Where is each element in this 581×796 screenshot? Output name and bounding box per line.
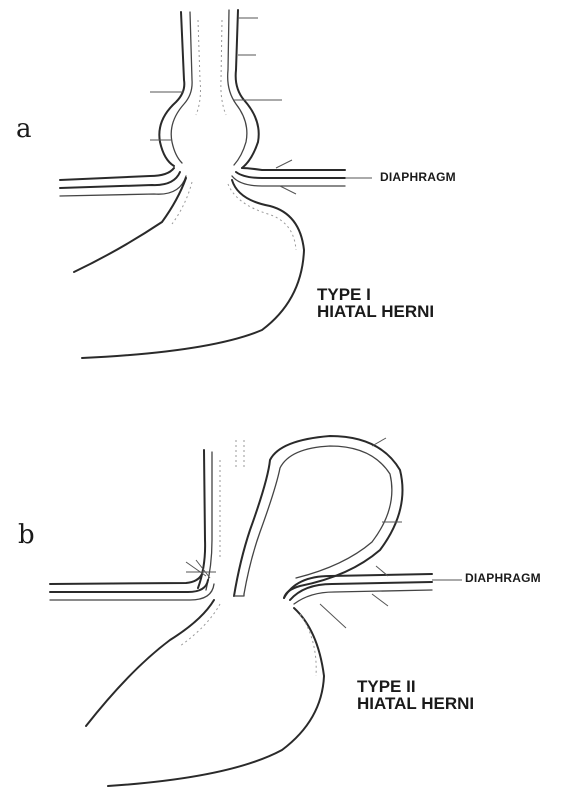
panel-a-type-line1: TYPE I bbox=[317, 286, 434, 303]
panel-b-type-line1: TYPE II bbox=[357, 678, 474, 695]
panel-a-type-line2: HIATAL HERNI bbox=[317, 303, 434, 320]
panel-b-type-label: TYPE II HIATAL HERNI bbox=[357, 678, 474, 712]
panel-b-diaphragm-left bbox=[50, 574, 202, 584]
panel-a-diaphragm-right bbox=[242, 168, 345, 170]
panel-b-diaphragm-right bbox=[284, 574, 432, 598]
panel-a-esophagus-mucosa bbox=[196, 20, 226, 115]
panel-b-esophagus-inner bbox=[206, 452, 212, 590]
panel-a-stomach-outline bbox=[74, 178, 304, 358]
panel-a-letter: a bbox=[16, 114, 32, 144]
panel-b-ticks bbox=[186, 438, 402, 628]
panel-b-stomach-outline bbox=[86, 600, 324, 786]
panel-a-stomach-mucosa bbox=[172, 182, 296, 250]
panel-b-hernia-neck bbox=[234, 594, 244, 596]
panel-b-diaphragm-left-2 bbox=[50, 580, 208, 592]
panel-a-esophagus-right-wall bbox=[236, 10, 259, 168]
panel-b-letter: b bbox=[18, 520, 35, 550]
panel-a-type-label: TYPE I HIATAL HERNI bbox=[317, 286, 434, 320]
panel-a-diaphragm-right-2 bbox=[236, 172, 345, 178]
panel-b-diaphragm-label: DIAPHRAGM bbox=[465, 571, 541, 585]
panel-b-type-line2: HIATAL HERNI bbox=[357, 695, 474, 712]
panel-b-diaphragm-right-3 bbox=[294, 590, 432, 604]
panel-a-diaphragm-label: DIAPHRAGM bbox=[380, 170, 456, 184]
panel-b-hernia-loop-inner bbox=[244, 446, 392, 594]
panel-b-drawing bbox=[50, 436, 462, 786]
panel-a-diaphragm-left bbox=[60, 168, 174, 180]
panel-b-stomach-mucosa bbox=[180, 604, 316, 676]
panel-b-esophagus-mucosa bbox=[220, 440, 244, 560]
